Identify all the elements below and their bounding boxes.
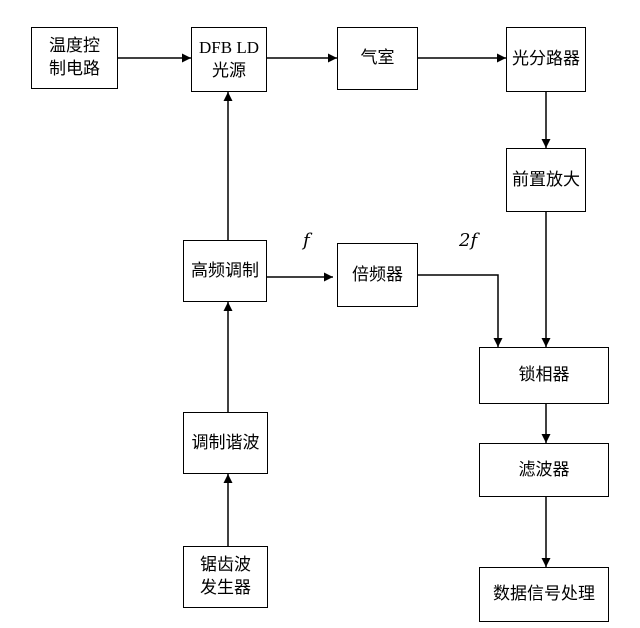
- lockin-box: 锁相器: [479, 347, 609, 404]
- arrow-doubler-to-lockin: [418, 274, 503, 347]
- mod-harmonic-box: 调制谐波: [183, 412, 268, 474]
- sawtooth-line2: 发生器: [200, 578, 251, 598]
- splitter-box: 光分路器: [506, 27, 586, 92]
- gas-cell-box: 气室: [337, 27, 418, 90]
- dfb-ld-box: DFB LD 光源: [191, 27, 267, 92]
- label-2f: 2f: [459, 230, 478, 251]
- data-proc-box: 数据信号处理: [479, 567, 609, 622]
- preamp-label: 前置放大: [512, 169, 580, 190]
- splitter-label: 光分路器: [512, 49, 580, 70]
- temp-control-line1: 温度控: [49, 36, 100, 57]
- mod-harmonic-label: 调制谐波: [191, 432, 260, 453]
- temp-control-box: 温度控 制电路: [31, 27, 118, 89]
- preamp-box: 前置放大: [506, 148, 586, 212]
- hf-mod-label: 高频调制: [191, 260, 259, 281]
- gas-cell-label: 气室: [360, 48, 395, 69]
- sawtooth-line1: 锯齿波: [200, 555, 251, 576]
- data-proc-label: 数据信号处理: [493, 584, 595, 605]
- filter-label: 滤波器: [518, 459, 570, 480]
- label-f: f: [303, 230, 310, 251]
- dfb-ld-line2: 光源: [211, 60, 246, 81]
- sawtooth-box: 锯齿波 发生器: [183, 546, 268, 608]
- hf-mod-box: 高频调制: [183, 240, 267, 302]
- doubler-box: 倍频器: [337, 243, 418, 307]
- dfb-ld-line1: DFB LD: [199, 37, 259, 57]
- lockin-label: 锁相器: [518, 365, 570, 386]
- temp-control-line2: 制电路: [49, 59, 100, 79]
- doubler-label: 倍频器: [352, 264, 403, 285]
- filter-box: 滤波器: [479, 443, 609, 497]
